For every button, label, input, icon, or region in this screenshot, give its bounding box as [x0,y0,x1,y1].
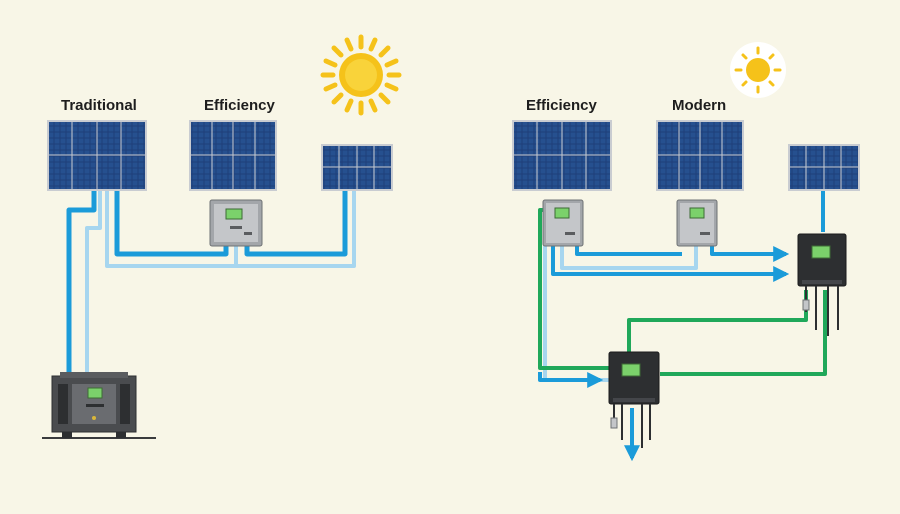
wires-left [66,190,356,378]
solar-panel-icon [656,120,744,191]
solar-panel-icon [788,144,860,191]
solar-panel-icon [47,120,147,191]
inverter-icon [676,199,718,247]
label-traditional: Traditional [61,97,137,114]
label-modern: Modern [672,97,727,114]
inverter-icon [209,199,263,247]
sun-icon [320,34,402,116]
solar-panel-icon [321,144,393,191]
label-efficiency-left: Efficiency [204,97,275,114]
label-efficiency-right: Efficiency [526,97,597,114]
battery-cabinet-icon [608,351,660,448]
solar-panel-icon [512,120,612,191]
sun-icon [730,42,786,98]
solar-panel-icon [189,120,277,191]
inverter-icon [797,233,847,336]
battery-cabinet-icon [42,372,156,439]
inverter-icon [542,199,584,247]
